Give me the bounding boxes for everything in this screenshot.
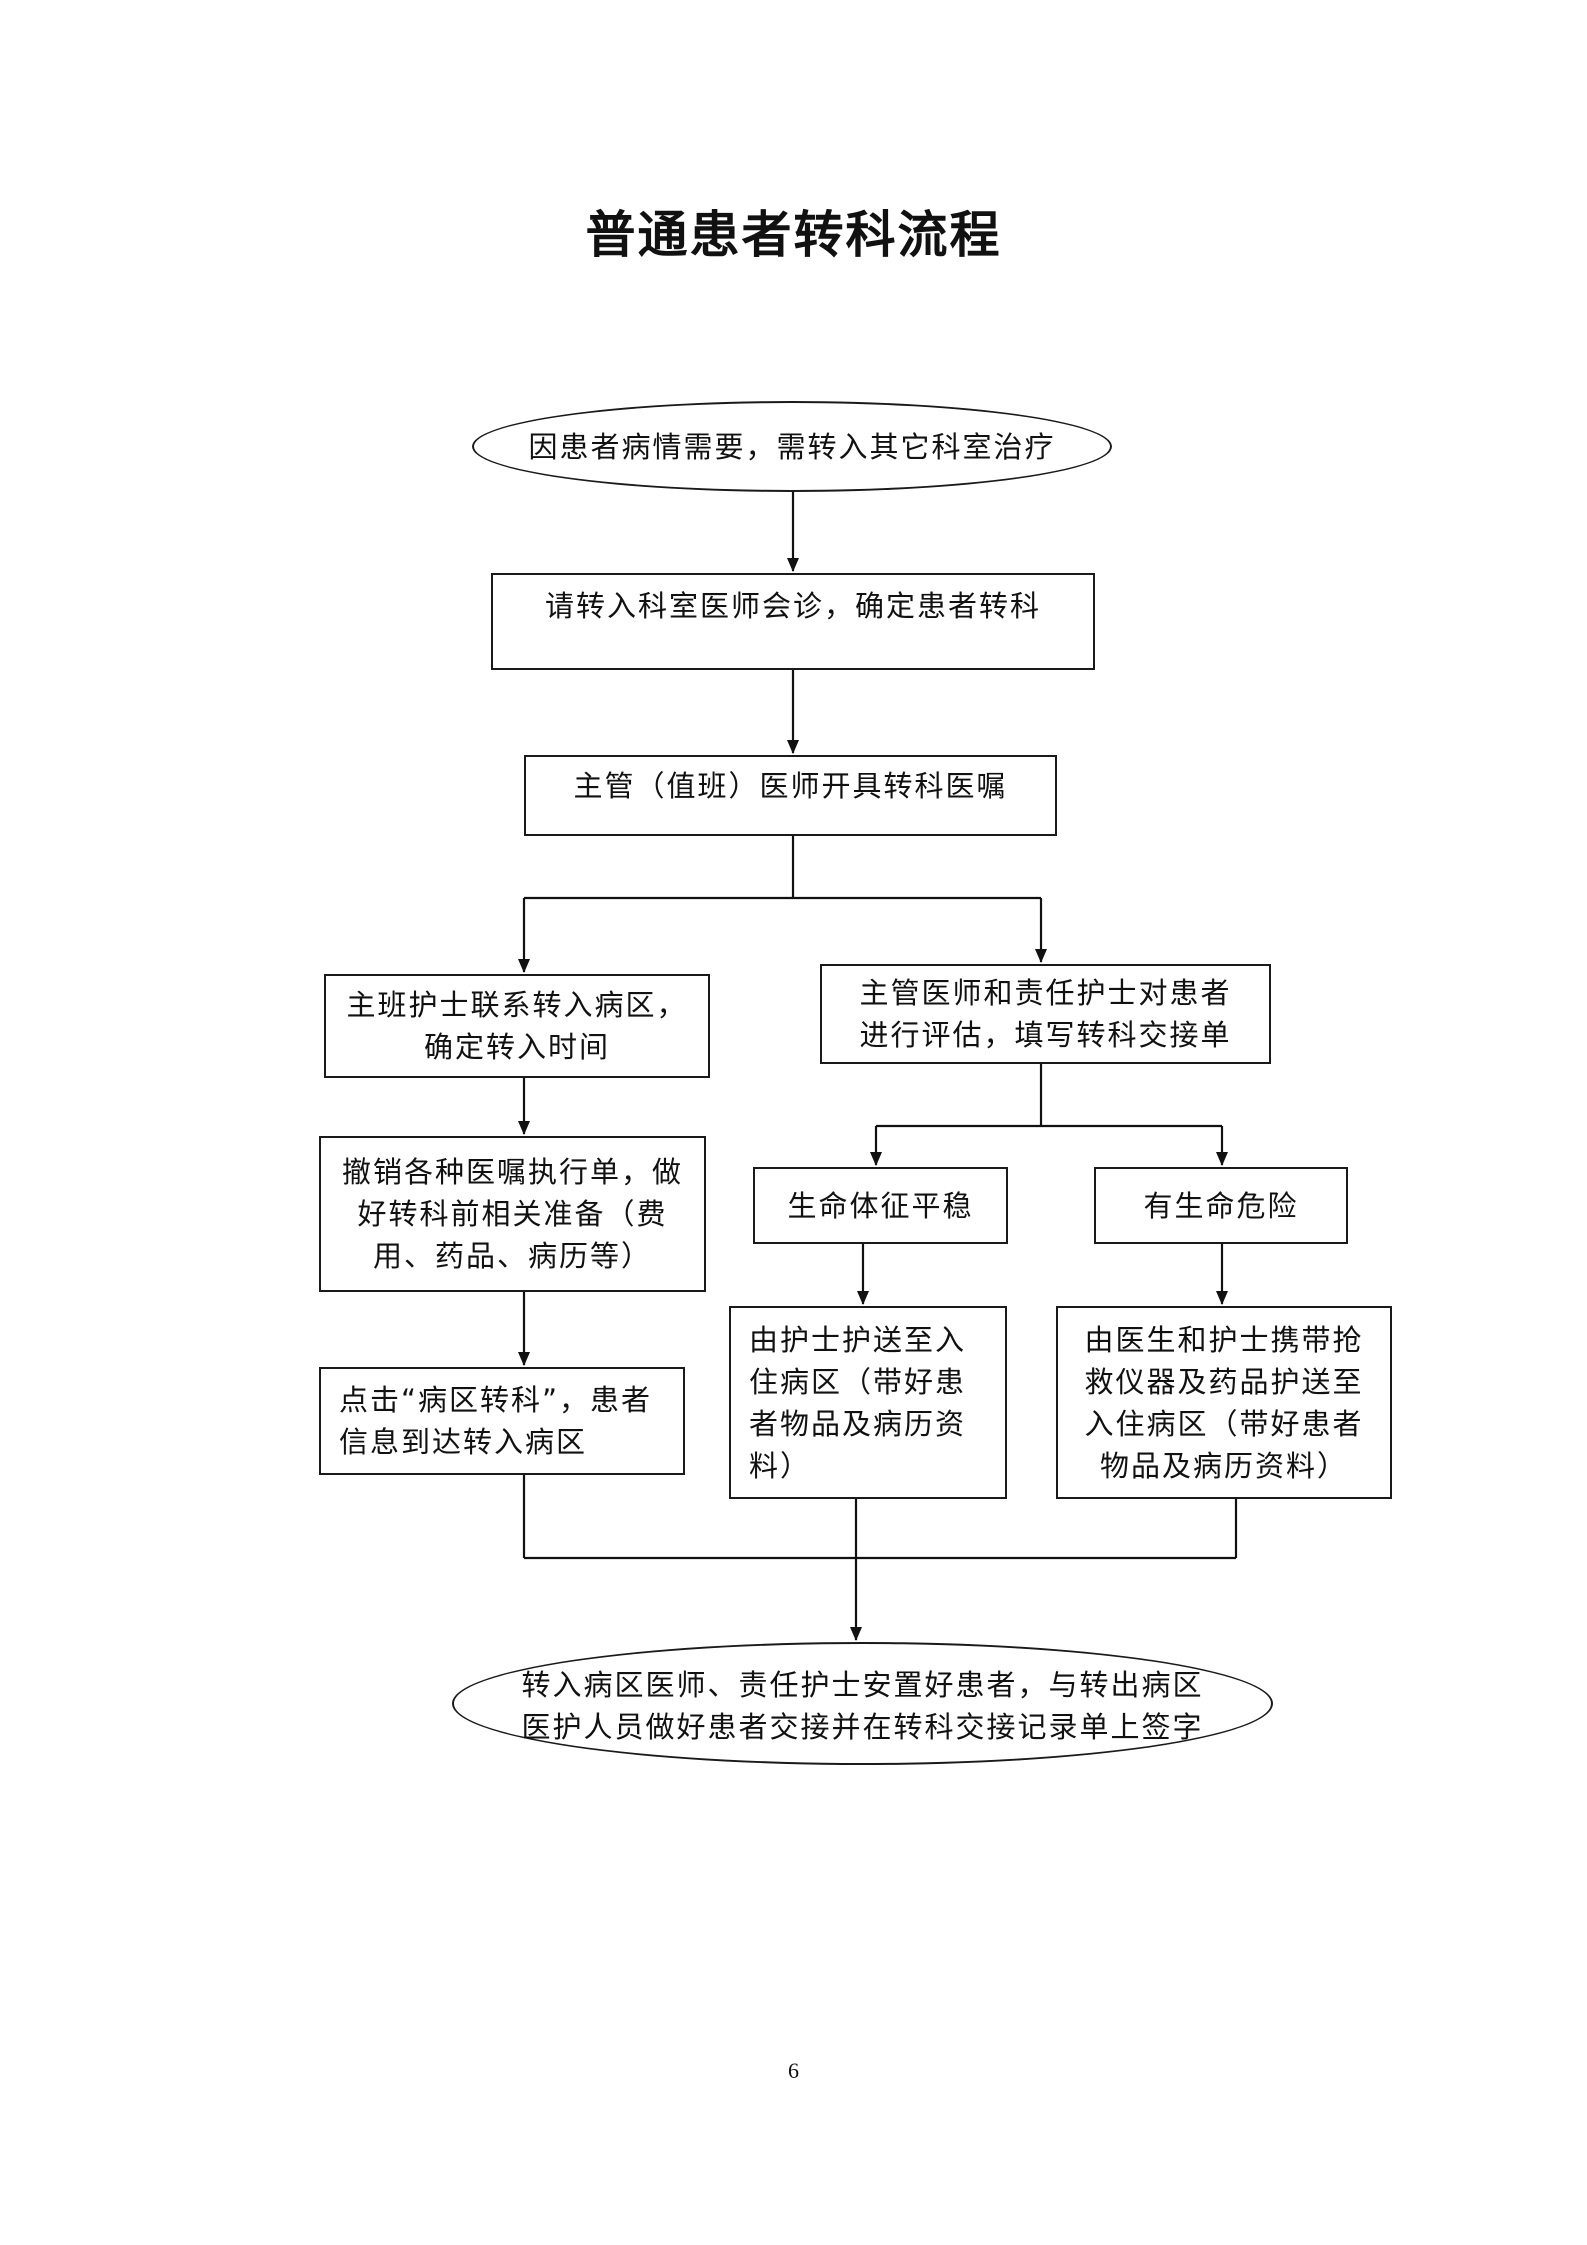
node-assess: 主管医师和责任护士对患者 进行评估，填写转科交接单 [820, 964, 1271, 1064]
node-order-text: 主管（值班）医师开具转科医嘱 [573, 769, 1008, 803]
node-danger: 有生命危险 [1094, 1167, 1348, 1244]
node-end-text: 转入病区医师、责任护士安置好患者，与转出病区 医护人员做好患者交接并在转科交接记… [521, 1668, 1204, 1744]
page-number: 6 [788, 2058, 799, 2083]
node-cancel: 撤销各种医嘱执行单，做 好转科前相关准备（费 用、药品、病历等） [319, 1136, 706, 1292]
node-end: 转入病区医师、责任护士安置好患者，与转出病区 医护人员做好患者交接并在转科交接记… [452, 1642, 1273, 1765]
node-contact: 主班护士联系转入病区， 确定转入时间 [324, 974, 710, 1078]
node-stable: 生命体征平稳 [753, 1167, 1008, 1244]
node-click-text: 点击“病区转科”，患者 信息到达转入病区 [339, 1383, 653, 1459]
node-start-text: 因患者病情需要，需转入其它科室治疗 [528, 429, 1056, 464]
node-consult: 请转入科室医师会诊，确定患者转科 [491, 573, 1095, 670]
node-start: 因患者病情需要，需转入其它科室治疗 [472, 401, 1112, 492]
node-order: 主管（值班）医师开具转科医嘱 [524, 755, 1057, 836]
node-click: 点击“病区转科”，患者 信息到达转入病区 [319, 1367, 685, 1475]
node-assess-text: 主管医师和责任护士对患者 进行评估，填写转科交接单 [859, 976, 1232, 1052]
page-title: 普通患者转科流程 [585, 206, 1002, 264]
node-consult-text: 请转入科室医师会诊，确定患者转科 [544, 589, 1041, 623]
node-stable-text: 生命体征平稳 [787, 1188, 974, 1223]
node-escort-nurse: 由护士护送至入 住病区（带好患 者物品及病历资 料） [729, 1306, 1007, 1499]
node-cancel-text: 撤销各种医嘱执行单，做 好转科前相关准备（费 用、药品、病历等） [341, 1155, 683, 1273]
node-escort-doctor-text: 由医生和护士携带抢 救仪器及药品护送至 入住病区（带好患者 物品及病历资料） [1084, 1322, 1364, 1483]
node-escort-doctor: 由医生和护士携带抢 救仪器及药品护送至 入住病区（带好患者 物品及病历资料） [1056, 1306, 1392, 1499]
node-escort-nurse-text: 由护士护送至入 住病区（带好患 者物品及病历资 料） [749, 1322, 967, 1483]
node-contact-text: 主班护士联系转入病区， 确定转入时间 [346, 988, 688, 1064]
node-danger-text: 有生命危险 [1143, 1188, 1299, 1223]
